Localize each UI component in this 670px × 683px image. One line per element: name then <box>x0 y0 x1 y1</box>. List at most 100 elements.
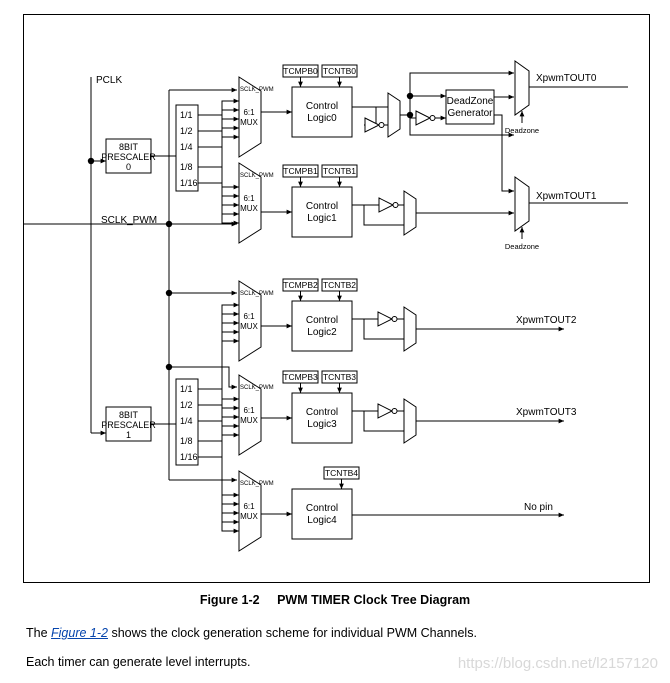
divider-to-mux-3 <box>221 405 239 411</box>
prescaler-1-text: PRESCALER <box>101 420 156 430</box>
mux-ratio-label: 6:1 <box>243 312 255 321</box>
control-logic-1-title: Control <box>306 201 338 212</box>
output-mux-0 <box>514 60 530 116</box>
inverter-0b <box>415 110 432 126</box>
pclk-label: PCLK <box>96 75 122 86</box>
paragraph-1-prefix: The <box>26 626 52 640</box>
sclk-to-mux-3 <box>169 366 237 390</box>
register-label: TCNTB0 <box>323 66 356 76</box>
output-label-0: XpwmTOUT0 <box>536 73 597 84</box>
divider-to-mux-3 <box>221 432 239 457</box>
divider-label: 1/1 <box>180 384 193 394</box>
divider-to-mux-4 <box>221 389 239 498</box>
mux-3 <box>238 374 262 456</box>
inverter-0b-bubble <box>429 115 436 121</box>
inverter-0-bubble <box>378 122 385 128</box>
register-tcntb1 <box>321 164 358 178</box>
selector-0 <box>387 92 401 138</box>
control-logic-4-title: Control <box>306 503 338 514</box>
mux-0 <box>238 76 262 158</box>
output-label-2: XpwmTOUT2 <box>516 315 577 326</box>
control-logic-0 <box>291 86 353 138</box>
prescaler-1-text: 1 <box>126 430 131 440</box>
pwm-clock-tree-diagram: PCLKSCLK_PWM8BITPRESCALER08BITPRESCALER1… <box>24 60 628 552</box>
paragraph-1-suffix: shows the clock generation scheme for in… <box>108 626 477 640</box>
divider-label: 1/16 <box>180 178 198 188</box>
inverter-3-bubble <box>391 408 398 414</box>
prescaler-0-text: 0 <box>126 162 131 172</box>
control-logic-0-name: Logic0 <box>307 113 337 124</box>
output-label-4: No pin <box>524 502 553 513</box>
register-label: TCNTB4 <box>325 468 358 478</box>
prescaler-0-text: PRESCALER <box>101 152 156 162</box>
sel0-to-out0-direct <box>409 70 514 96</box>
mux-sclk-label: SCLK_PWM <box>240 87 274 93</box>
register-tcmpb3 <box>282 370 319 384</box>
mux-ratio-label: 6:1 <box>243 108 255 117</box>
mux-4 <box>238 470 262 552</box>
inverter-0 <box>364 117 381 133</box>
mux-2 <box>238 280 262 362</box>
mux-ratio-label: 6:1 <box>243 194 255 203</box>
register-tcmpb1 <box>282 164 319 178</box>
deadzone-label-1: Deadzone <box>505 242 539 251</box>
control-logic-2-name: Logic2 <box>307 327 337 338</box>
selector-3 <box>403 398 417 444</box>
prescaler-0-text: 8BIT <box>119 142 139 152</box>
divider-to-mux-1 <box>220 114 239 190</box>
register-label: TCMPB1 <box>283 166 318 176</box>
mux-sclk-label: SCLK_PWM <box>240 173 274 179</box>
deadzone-generator-name: Generator <box>447 108 493 119</box>
figure-link[interactable]: Figure 1-2 <box>51 626 108 640</box>
divider-label: 1/2 <box>180 126 193 136</box>
divider-to-mux-3 <box>221 389 239 402</box>
register-label: TCNTB2 <box>323 280 356 290</box>
divider-label: 1/16 <box>180 452 198 462</box>
mux-word-label: MUX <box>240 322 258 331</box>
control-logic-3-name: Logic3 <box>307 419 337 430</box>
inverter-2 <box>377 311 394 327</box>
watermark: https://blog.csdn.net/l2157120 <box>457 655 658 672</box>
mux-word-label: MUX <box>240 512 258 521</box>
figure-caption: Figure 1-2 PWM TIMER Clock Tree Diagram <box>0 593 670 607</box>
mux-word-label: MUX <box>240 118 258 127</box>
mux-ratio-label: 6:1 <box>243 502 255 511</box>
divider-to-mux-4 <box>221 441 239 525</box>
register-tcntb3 <box>321 370 358 384</box>
inverter-2-bubble <box>391 316 398 322</box>
dz-junction-a <box>406 92 414 100</box>
mux-word-label: MUX <box>240 416 258 425</box>
control-logic-2-title: Control <box>306 315 338 326</box>
register-label: TCNTB1 <box>323 166 356 176</box>
divider-to-mux-0 <box>220 98 239 116</box>
divider-to-mux-2 <box>221 311 239 405</box>
control-logic-3-title: Control <box>306 407 338 418</box>
mux-word-label: MUX <box>240 204 258 213</box>
divider-to-mux-3 <box>221 414 239 421</box>
mux-ratio-label: 6:1 <box>243 406 255 415</box>
divider-to-mux-3 <box>221 423 239 441</box>
inverter-1 <box>378 197 395 213</box>
prescaler-0 <box>105 138 152 174</box>
logic3-branch <box>363 411 404 432</box>
divider-to-mux-4 <box>221 457 239 534</box>
logic1-branch <box>363 205 404 226</box>
deadzone-generator-title: DeadZone <box>447 96 494 107</box>
sclk-junction-main <box>165 220 173 228</box>
selector-2 <box>403 306 417 352</box>
sel0-to-out0-inv <box>409 115 514 138</box>
deadzone-label-0: Deadzone <box>505 126 539 135</box>
output-label-1: XpwmTOUT1 <box>536 191 597 202</box>
register-tcmpb2 <box>282 278 319 292</box>
divider-to-mux-4 <box>221 405 239 507</box>
dz-junction-b <box>406 111 414 119</box>
control-logic-0-title: Control <box>306 101 338 112</box>
sclk-junction-3 <box>165 363 173 371</box>
sclk-pwm-label: SCLK_PWM <box>101 215 157 226</box>
prescaler-1 <box>105 406 152 442</box>
divider-block-1 <box>175 378 199 466</box>
register-label: TCMPB2 <box>283 280 318 290</box>
mux-sclk-label: SCLK_PWM <box>240 291 274 297</box>
mux-1 <box>238 162 262 244</box>
